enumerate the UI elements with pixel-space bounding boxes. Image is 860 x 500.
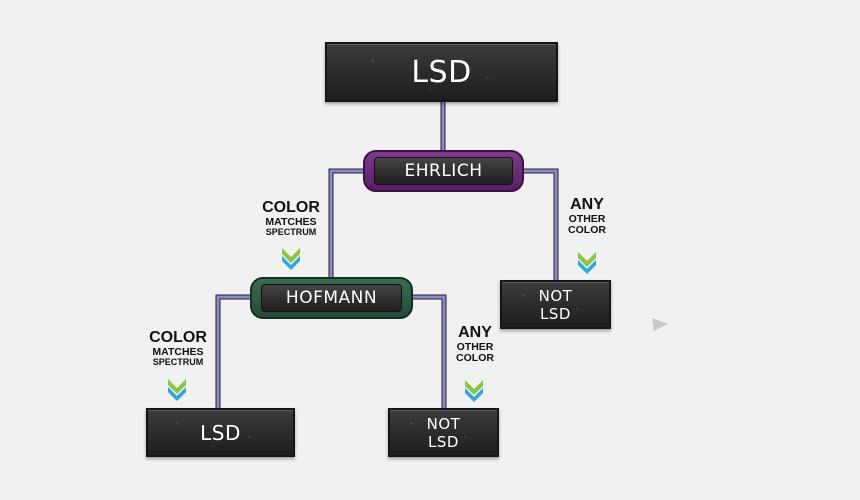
edge-hofmann-lsd — [215, 294, 252, 410]
result-node-label: NOT LSD — [426, 414, 461, 451]
test-node-hofmann-label: HOFMANN — [285, 288, 378, 308]
result-node-not-lsd-ehrlich: NOT LSD — [500, 280, 611, 329]
result-node-label: LSD — [200, 420, 241, 445]
edge-hofmann-not-lsd — [412, 294, 447, 410]
chevron-down-icon — [168, 379, 186, 401]
chevron-down-icon — [282, 248, 300, 270]
branch-label-ehrlich-other: ANY OTHER COLOR — [568, 196, 606, 236]
result-node-label: NOT LSD — [538, 286, 573, 323]
branch-label-hofmann-match: COLOR MATCHES SPECTRUM — [149, 329, 207, 367]
chevron-down-icon — [578, 252, 596, 274]
result-node-not-lsd-hofmann: NOT LSD — [388, 408, 499, 457]
result-node-lsd: LSD — [146, 408, 295, 457]
chevron-down-icon — [465, 380, 483, 402]
stray-triangle-mark — [652, 318, 668, 331]
root-node-lsd: LSD — [325, 42, 558, 102]
test-node-hofmann: HOFMANN — [250, 277, 413, 319]
edge-ehrlich-hofmann — [328, 168, 365, 278]
branch-label-ehrlich-match: COLOR MATCHES SPECTRUM — [262, 199, 320, 237]
root-node-label: LSD — [411, 54, 472, 90]
edge-ehrlich-not-lsd — [520, 168, 559, 281]
branch-label-hofmann-other: ANY OTHER COLOR — [456, 324, 494, 364]
test-node-ehrlich-label: EHRLICH — [404, 161, 483, 181]
test-node-ehrlich: EHRLICH — [363, 150, 524, 192]
